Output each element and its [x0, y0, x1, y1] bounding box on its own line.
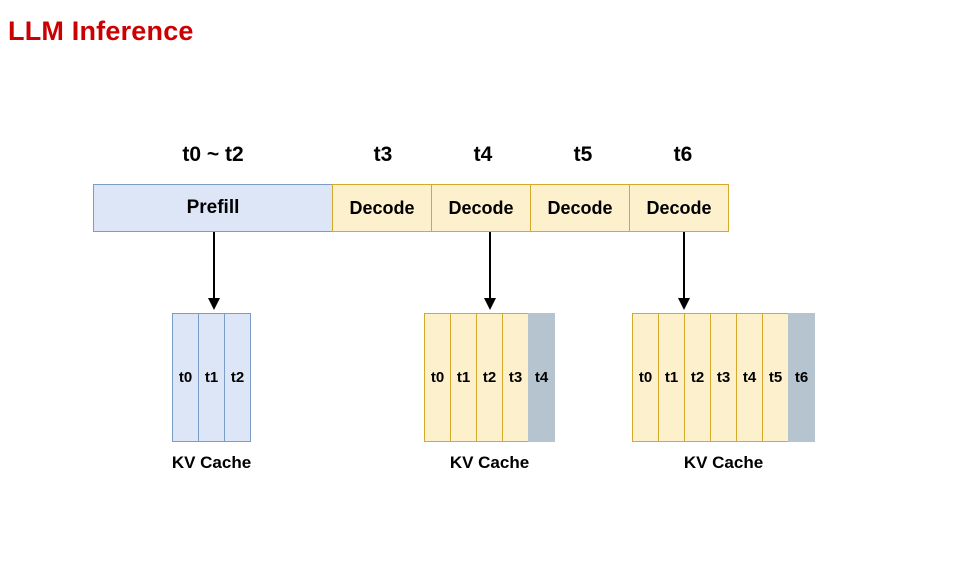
kv-cache-cell-t1: t1: [198, 313, 225, 442]
arrow-shaft: [683, 232, 685, 302]
kv-cache-cell-t3: t3: [710, 313, 737, 442]
timeline-tick-label-4: t6: [673, 143, 693, 166]
arrow-decode-t4-to-kv-cache-2: [483, 232, 497, 314]
timeline-phase-decode-1: Decode: [332, 184, 432, 232]
arrow-shaft: [489, 232, 491, 302]
kv-cache-2-caption: KV Cache: [449, 453, 530, 472]
page-title: LLM Inference: [8, 16, 194, 46]
kv-cache-cell-t0: t0: [424, 313, 451, 442]
timeline-tick-label-3: t5: [573, 143, 593, 166]
kv-cache-cell-t1: t1: [658, 313, 685, 442]
timeline-tick-label-0: t0 ~ t2: [182, 143, 244, 166]
kv-cache-cell-t2: t2: [684, 313, 711, 442]
kv-cache-1-caption: KV Cache: [171, 453, 252, 472]
timeline-phase-prefill-0: Prefill: [93, 184, 333, 232]
kv-cache-cell-t4: t4: [736, 313, 763, 442]
timeline-tick-label-2: t4: [473, 143, 493, 166]
kv-cache-cell-t3: t3: [502, 313, 529, 442]
timeline-phase-decode-3: Decode: [530, 184, 630, 232]
arrow-shaft: [213, 232, 215, 302]
arrow-head-icon: [677, 298, 690, 310]
arrow-prefill-to-kv-cache-1: [207, 232, 221, 314]
kv-cache-cell-t5: t5: [762, 313, 789, 442]
kv-cache-cell-t6: t6: [788, 313, 815, 442]
timeline-phase-decode-2: Decode: [431, 184, 531, 232]
arrow-head-icon: [207, 298, 220, 310]
timeline-tick-label-1: t3: [373, 143, 393, 166]
arrow-head-icon: [483, 298, 496, 310]
timeline-phase-decode-4: Decode: [629, 184, 729, 232]
kv-cache-3-caption: KV Cache: [683, 453, 764, 472]
arrow-decode-t6-to-kv-cache-3: [677, 232, 691, 314]
kv-cache-cell-t2: t2: [224, 313, 251, 442]
kv-cache-cell-t4: t4: [528, 313, 555, 442]
kv-cache-cell-t0: t0: [632, 313, 659, 442]
kv-cache-cell-t1: t1: [450, 313, 477, 442]
kv-cache-cell-t2: t2: [476, 313, 503, 442]
kv-cache-cell-t0: t0: [172, 313, 199, 442]
